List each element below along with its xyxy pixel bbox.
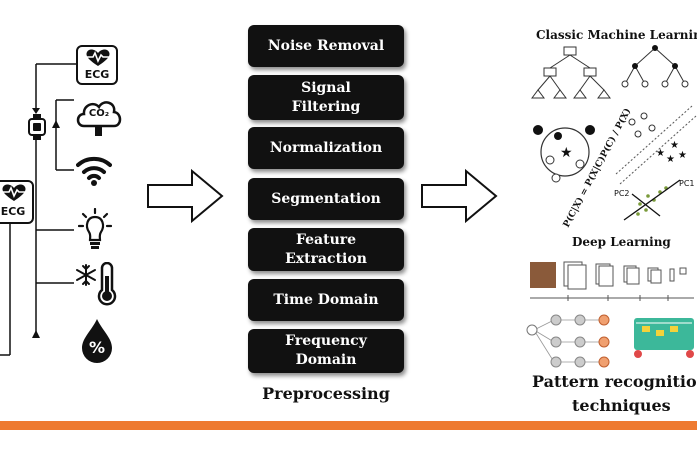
ecg-label: ECG [0, 205, 26, 218]
ecg-heart-icon [85, 49, 111, 66]
svg-text:★: ★ [670, 140, 679, 151]
svg-text:★: ★ [678, 150, 687, 161]
step-frequency-domain: Frequency Domain [248, 329, 404, 373]
co2-cloud-icon: CO₂ [74, 96, 124, 138]
pca-label-pc2: PC2 [614, 189, 630, 198]
percent-symbol: % [88, 338, 106, 357]
lightbulb-icon [78, 208, 112, 249]
humidity-drop-icon: % [80, 318, 114, 364]
pca-label-pc1: PC1 [679, 179, 695, 188]
co2-label: CO₂ [88, 108, 110, 119]
pattern-title-line1: Pattern recognition [532, 372, 697, 391]
deep-learning-title: Deep Learning [572, 235, 671, 249]
step-signal-filtering: Signal Filtering [248, 75, 404, 120]
step-feature-extraction: Feature Extraction [248, 228, 404, 271]
ecg-heart-icon [1, 184, 27, 201]
svg-text:★: ★ [560, 145, 573, 161]
cnn-figure [530, 261, 694, 301]
step-signal-filtering-label: Signal Filtering [291, 79, 361, 115]
pattern-title-line2: techniques [572, 396, 671, 415]
flow-arrow-1 [147, 168, 224, 224]
svg-text:★: ★ [666, 154, 675, 165]
step-frequency-domain-label: Frequency Domain [285, 333, 367, 368]
step-time-domain: Time Domain [248, 279, 404, 321]
accent-bar [0, 421, 697, 430]
svg-text:★: ★ [656, 148, 665, 159]
step-normalization: Normalization [248, 127, 404, 169]
flow-arrow-2 [421, 168, 498, 224]
rnn-lstm-figure [526, 314, 694, 368]
step-feature-extraction-label: Feature Extraction [285, 231, 367, 267]
ecg-badge-left: ECG [0, 180, 34, 224]
step-segmentation: Segmentation [248, 178, 404, 220]
ecg-label: ECG [84, 68, 110, 81]
preprocessing-title: Preprocessing [262, 384, 390, 403]
pattern-title: Pattern recognition techniques [520, 370, 697, 418]
step-noise-removal: Noise Removal [248, 25, 404, 67]
snowflake-thermometer-icon [76, 262, 117, 306]
classic-ml-figure: ★ ★★★★ PC1 PC2 P(C|X) = P(X|C)P(C) / P(X… [531, 45, 697, 229]
smartwatch-icon [28, 114, 46, 140]
ecg-badge: ECG [76, 45, 118, 85]
wifi-icon [76, 156, 112, 186]
classic-ml-title: Classic Machine Learning [536, 28, 697, 42]
